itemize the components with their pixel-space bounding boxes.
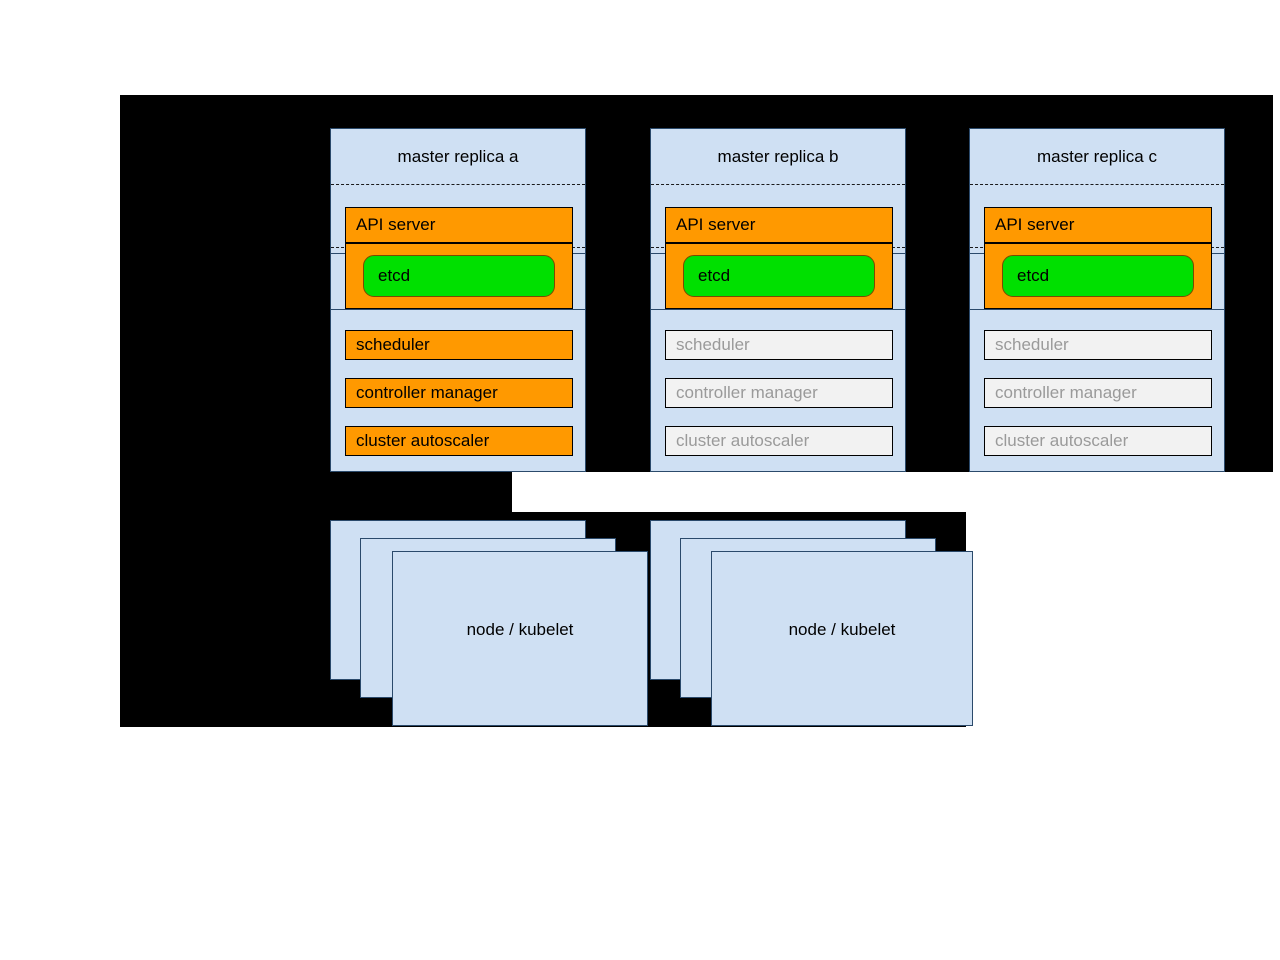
- replica-b-cluster-autoscaler-label: cluster autoscaler: [676, 431, 810, 450]
- replica-b-api-server-label: API server: [676, 215, 756, 234]
- replica-b-scheduler-label: scheduler: [676, 335, 750, 354]
- replica-b-rule-bottom: [651, 309, 905, 310]
- replica-c-scheduler[interactable]: scheduler: [984, 330, 1212, 360]
- replica-b-scheduler[interactable]: scheduler: [665, 330, 893, 360]
- replica-c-rule-bottom: [970, 309, 1224, 310]
- master-replica-b[interactable]: master replica b API server etcd schedul…: [650, 128, 906, 472]
- replica-a-etcd-label: etcd: [378, 266, 411, 285]
- replica-b-api-server[interactable]: API server: [665, 207, 893, 243]
- master-replica-b-title: master replica b: [717, 147, 839, 166]
- node-group-1-label: node / kubelet: [466, 620, 574, 639]
- node-group-2-card-front[interactable]: node / kubelet: [711, 551, 973, 726]
- replica-b-controller-manager[interactable]: controller manager: [665, 378, 893, 408]
- node-group-1-card-front[interactable]: node / kubelet: [392, 551, 648, 726]
- replica-c-cluster-autoscaler-label: cluster autoscaler: [995, 431, 1129, 450]
- replica-a-controller-manager[interactable]: controller manager: [345, 378, 573, 408]
- replica-a-etcd[interactable]: etcd: [363, 255, 555, 297]
- replica-c-cluster-autoscaler[interactable]: cluster autoscaler: [984, 426, 1212, 456]
- replica-c-api-server-label: API server: [995, 215, 1075, 234]
- node-group-2-label: node / kubelet: [788, 620, 896, 639]
- replica-c-divider-top: [970, 184, 1224, 185]
- backdrop-slab-midleft: [120, 472, 512, 512]
- replica-a-scheduler-label: scheduler: [356, 335, 430, 354]
- replica-a-cluster-autoscaler-label: cluster autoscaler: [356, 431, 490, 450]
- replica-b-cluster-autoscaler[interactable]: cluster autoscaler: [665, 426, 893, 456]
- master-replica-c[interactable]: master replica c API server etcd schedul…: [969, 128, 1225, 472]
- replica-c-controller-manager-label: controller manager: [995, 383, 1137, 402]
- replica-a-api-server[interactable]: API server: [345, 207, 573, 243]
- replica-b-divider-top: [651, 184, 905, 185]
- master-replica-c-title: master replica c: [1037, 147, 1157, 166]
- replica-c-api-server[interactable]: API server: [984, 207, 1212, 243]
- replica-a-rule-bottom: [331, 309, 585, 310]
- replica-b-controller-manager-label: controller manager: [676, 383, 818, 402]
- replica-a-scheduler[interactable]: scheduler: [345, 330, 573, 360]
- replica-b-etcd-label: etcd: [698, 266, 731, 285]
- replica-a-controller-manager-label: controller manager: [356, 383, 498, 402]
- replica-b-etcd[interactable]: etcd: [683, 255, 875, 297]
- replica-a-api-server-label: API server: [356, 215, 436, 234]
- replica-c-scheduler-label: scheduler: [995, 335, 1069, 354]
- replica-a-divider-top: [331, 184, 585, 185]
- replica-c-controller-manager[interactable]: controller manager: [984, 378, 1212, 408]
- replica-c-etcd[interactable]: etcd: [1002, 255, 1194, 297]
- master-replica-a[interactable]: master replica a API server etcd schedul…: [330, 128, 586, 472]
- replica-c-etcd-label: etcd: [1017, 266, 1050, 285]
- replica-a-cluster-autoscaler[interactable]: cluster autoscaler: [345, 426, 573, 456]
- master-replica-a-title: master replica a: [397, 147, 519, 166]
